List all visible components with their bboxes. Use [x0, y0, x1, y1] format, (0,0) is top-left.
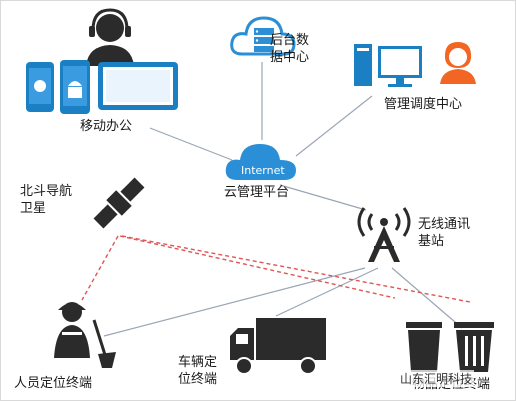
- link-station-truck: [275, 267, 379, 317]
- vehicle-terminal-label: 车辆定 位终端: [178, 355, 218, 387]
- link-station-person: [103, 267, 366, 337]
- signal-sat-bins: [121, 235, 471, 303]
- signal-sat-truck: [119, 235, 396, 299]
- cell-tower-icon: [357, 207, 411, 262]
- dispatch-center-label: 管理调度中心: [384, 97, 463, 112]
- mobile-office-label: 移动办公: [80, 119, 133, 134]
- personnel-terminal-label: 人员定位终端: [14, 376, 93, 391]
- link-dispatch-cloud: [295, 95, 373, 157]
- data-center-label: 后台数 据中心: [270, 33, 310, 65]
- mobile-devices-icon: [26, 60, 178, 114]
- internet-cloud-icon: [225, 144, 296, 180]
- watermark: 山东汇明科技: [398, 370, 475, 387]
- operator-avatar-icon: [440, 42, 476, 84]
- cloud-platform-label: 云管理平台: [224, 185, 290, 200]
- headset-agent-icon: [86, 8, 134, 66]
- link-mobile-cloud: [149, 127, 233, 161]
- link-station-bins: [391, 267, 463, 329]
- worker-icon: [54, 302, 116, 368]
- beidou-label: 北斗导航 卫星: [20, 184, 73, 216]
- datacenter-cloud-icon: [230, 16, 296, 56]
- signal-sat-person: [81, 235, 119, 301]
- cloud-badge-label: Internet: [241, 164, 285, 177]
- truck-icon: [230, 318, 326, 375]
- satellite-icon: [93, 177, 145, 229]
- base-station-label: 无线通讯 基站: [418, 217, 471, 249]
- dispatch-workstation-icon: [354, 44, 422, 87]
- trash-bins-icon: [406, 322, 494, 372]
- link-cloud-station: [279, 184, 367, 211]
